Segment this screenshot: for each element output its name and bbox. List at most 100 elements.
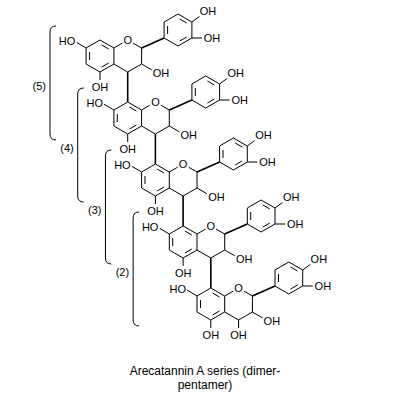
bond-line [155, 196, 156, 204]
atom-label: OH [258, 157, 277, 168]
bond-line [114, 102, 128, 110]
atom-label: OH [199, 6, 218, 17]
bond-line [197, 229, 206, 234]
bond-line [252, 296, 253, 312]
bond-line [142, 164, 156, 172]
atom-label: O [150, 97, 161, 108]
bond-line [169, 226, 183, 234]
bond-line [141, 48, 142, 64]
bond-line [128, 64, 142, 72]
bond-line [197, 296, 198, 312]
bond-line [233, 138, 247, 146]
bond-line [128, 102, 142, 110]
bond-line [238, 320, 239, 328]
bracket-label: (2) [116, 267, 129, 278]
bond-line [182, 196, 184, 226]
bond-line [261, 224, 275, 232]
bond-line [247, 200, 261, 208]
bond-line [247, 208, 248, 224]
bond-line [207, 99, 214, 103]
bond-line [219, 84, 220, 100]
bond-line [275, 262, 289, 270]
bond-line [197, 162, 220, 172]
bond-line [131, 166, 141, 172]
bond-line [225, 250, 235, 256]
bond-line [211, 288, 225, 296]
bond-line [157, 169, 164, 173]
bond-line [142, 105, 151, 110]
bond-line [195, 88, 196, 96]
bond-line [211, 312, 225, 320]
bond-line [129, 107, 136, 111]
bond-line [192, 100, 206, 108]
bond-line [213, 293, 220, 297]
atom-label: OH [152, 68, 171, 79]
bond-line [102, 45, 109, 49]
bond-line [247, 224, 261, 232]
bond-line [169, 167, 178, 172]
bond-line [167, 26, 168, 34]
bond-line [206, 76, 220, 84]
bond-line [102, 63, 109, 67]
atom-label: OH [229, 330, 248, 341]
bond-line [100, 40, 114, 48]
bond-line [141, 172, 142, 188]
atom-label: O [122, 35, 133, 46]
bond-line [178, 14, 192, 22]
bond-line [250, 212, 251, 220]
bond-line [155, 126, 169, 134]
bond-line [225, 224, 248, 234]
bond-line [86, 48, 87, 64]
bond-line [155, 134, 157, 164]
bond-line [128, 126, 142, 134]
bond-line [207, 81, 214, 85]
atom-label: OH [174, 268, 193, 279]
bond-line [172, 238, 173, 246]
bond-line [86, 64, 100, 72]
bond-line [157, 187, 164, 191]
bond-line [247, 140, 255, 146]
bond-line [100, 64, 114, 72]
bond-line [275, 270, 276, 286]
bond-line [263, 223, 270, 227]
bond-line [220, 162, 234, 170]
bond-line [142, 38, 165, 48]
bond-line [185, 249, 192, 253]
bond-line [180, 19, 187, 23]
bond-line [211, 250, 225, 258]
bond-line [210, 258, 212, 288]
bond-line [239, 312, 253, 320]
bond-line [261, 200, 275, 208]
bond-line [275, 286, 289, 294]
bracket-label: (3) [88, 205, 101, 216]
atom-label: OH [207, 192, 226, 203]
bond-line [76, 42, 86, 48]
bond-line [142, 188, 156, 196]
bond-line [183, 250, 197, 258]
bond-line [178, 38, 192, 46]
atom-label: OH [91, 82, 110, 93]
bond-line [104, 104, 114, 110]
bond-line [200, 300, 201, 308]
bond-line [224, 234, 225, 250]
bond-line [213, 311, 220, 315]
bond-line [197, 188, 207, 194]
bond-line [142, 64, 152, 70]
bond-line [225, 291, 234, 296]
bond-line [183, 188, 197, 196]
atom-label: OH [118, 144, 137, 155]
bracket [105, 150, 111, 264]
atom-label: O [178, 159, 189, 170]
atom-label: HO [85, 98, 104, 109]
bond-line [206, 100, 220, 108]
bracket [50, 26, 56, 140]
bond-line [275, 202, 283, 208]
bond-line [216, 229, 225, 234]
bond-line [188, 167, 197, 172]
bracket [133, 212, 139, 326]
bond-line [252, 312, 262, 318]
atom-label: O [206, 221, 217, 232]
atom-label: OH [203, 33, 222, 44]
bond-line [220, 100, 230, 101]
